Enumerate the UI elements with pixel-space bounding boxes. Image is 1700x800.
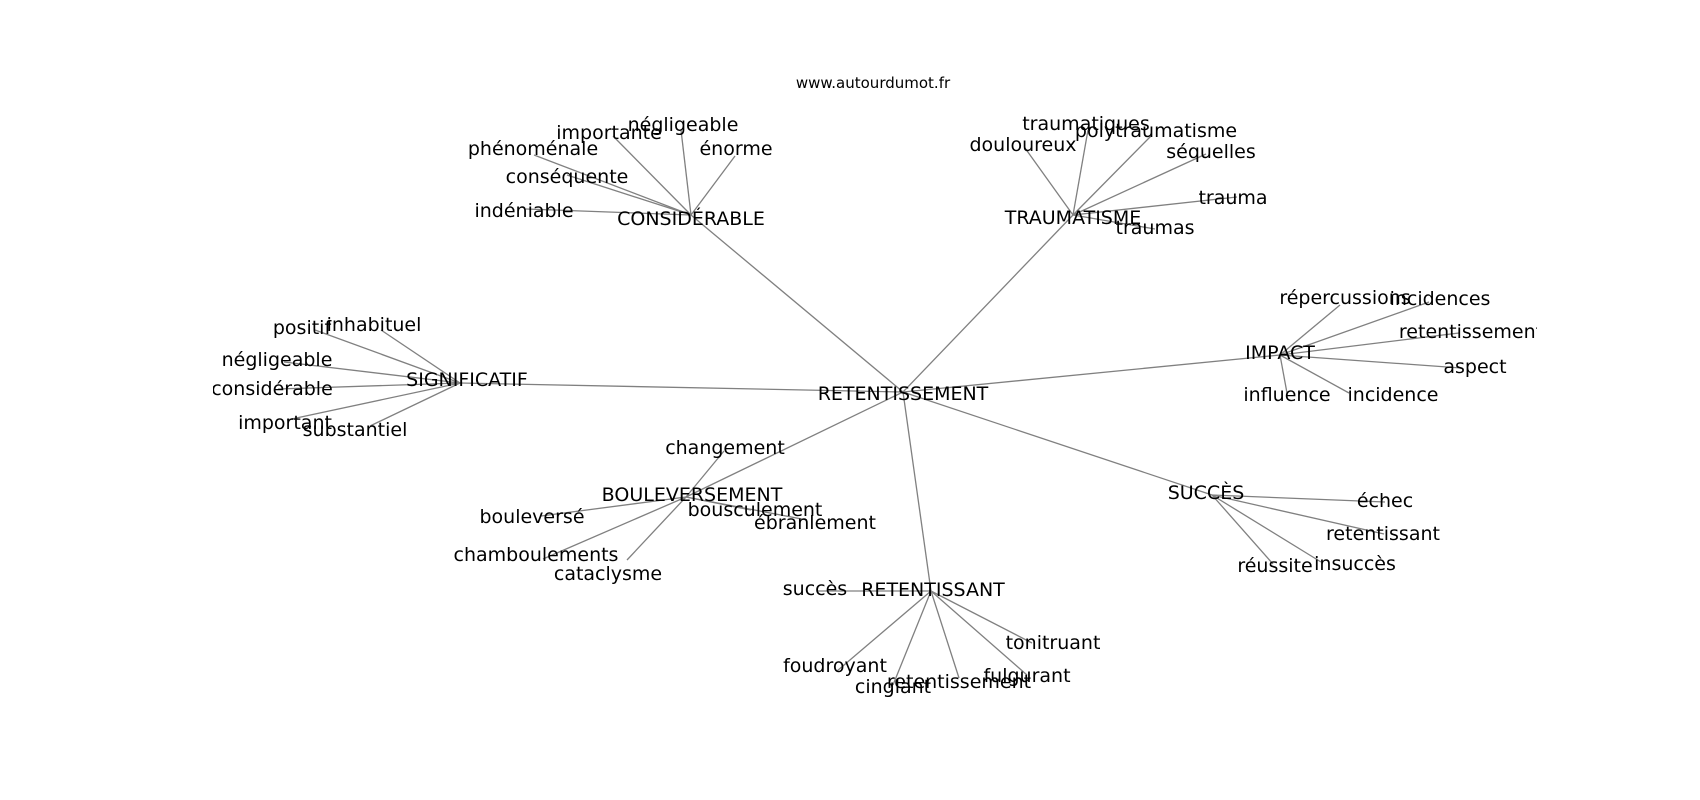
graph-plot: RETENTISSEMENTCONSIDÉRABLEnégligeableimp… [211, 113, 1543, 698]
edge-4-3 [685, 496, 808, 521]
labels: RETENTISSEMENTCONSIDÉRABLEnégligeableimp… [211, 113, 1543, 698]
leaf-node-label: succès [783, 578, 847, 600]
edge-3-2 [1279, 332, 1460, 356]
hub-node-label: SIGNIFICATIF [406, 369, 528, 391]
edge-3-3 [1279, 354, 1462, 369]
edge-2-1 [380, 329, 461, 384]
edge-6-3 [930, 590, 1028, 676]
leaf-node-label: incidences [1390, 288, 1491, 310]
edge-4-1 [540, 496, 687, 517]
leaf-node-label: traumatiques [1022, 113, 1150, 135]
leaf-node-label: tonitruant [1006, 632, 1101, 654]
edge-2-5 [369, 382, 461, 427]
edge-5-3 [1211, 494, 1322, 563]
leaf-node-label: considérable [211, 378, 333, 400]
leaf-node-label: influence [1243, 384, 1330, 406]
leaf-node-label: changement [665, 437, 785, 459]
leaf-node-label: substantiel [303, 419, 408, 441]
edge-1-3 [1072, 153, 1207, 216]
edge-3-5 [1279, 354, 1350, 394]
leaf-node-label: cinglant [855, 676, 931, 698]
leaf-node-label: retentissant [1326, 523, 1440, 545]
edge-5-2 [1211, 494, 1274, 565]
leaf-node-label: important [238, 412, 332, 434]
leaf-node-label: bouleversé [479, 506, 584, 528]
edge-root-3 [902, 354, 1281, 393]
edge-5-1 [1211, 494, 1385, 535]
edge-2-3 [277, 382, 461, 390]
leaf-node-label: séquelles [1166, 141, 1256, 163]
leaf-node-label: foudroyant [783, 655, 887, 677]
leaf-node-label: positif [273, 317, 333, 339]
edge-6-4 [892, 590, 932, 686]
edge-1-1 [1024, 147, 1074, 216]
edge-0-0 [680, 129, 692, 216]
edge-0-1 [612, 135, 692, 216]
edge-2-0 [314, 329, 461, 384]
edge-6-5 [930, 590, 960, 679]
edge-root-5 [902, 391, 1213, 496]
leaf-node-label: énorme [699, 138, 772, 160]
edges [277, 129, 1462, 686]
leaf-node-label: fulgurant [983, 665, 1070, 687]
leaf-node-label: trauma [1198, 187, 1267, 209]
leaf-node-label: aspect [1443, 356, 1506, 378]
edge-6-2 [836, 590, 932, 672]
edge-1-0 [1072, 129, 1089, 216]
edge-4-0 [685, 450, 725, 498]
leaf-node-label: insuccès [1314, 553, 1396, 575]
hub-node-label: CONSIDÉRABLE [617, 207, 765, 230]
leaf-node-label: phénoménale [468, 138, 598, 160]
leaf-node-label: inhabituel [327, 314, 422, 336]
leaf-node-label: ébranlement [754, 512, 876, 534]
edge-3-4 [1279, 354, 1288, 394]
root-node-label: RETENTISSEMENT [818, 383, 989, 405]
edge-4-4 [542, 496, 687, 560]
edge-6-1 [930, 590, 1033, 644]
hub-node-label: BOULEVERSEMENT [602, 484, 783, 506]
edge-0-5 [525, 208, 692, 216]
leaf-node-label: conséquente [506, 166, 629, 188]
leaf-node-label: polytraumatisme [1075, 120, 1237, 142]
leaf-node-label: bousculement [688, 499, 823, 521]
edge-0-2 [533, 154, 692, 216]
edge-1-5 [1072, 214, 1156, 230]
leaf-node-label: incidence [1348, 384, 1439, 406]
edge-3-0 [1279, 304, 1341, 356]
edge-2-2 [283, 361, 461, 384]
leaf-node-label: indéniable [474, 200, 573, 222]
leaf-node-label: douloureux [969, 134, 1076, 156]
leaf-node-label: retentissement [887, 671, 1031, 693]
leaf-node-label: échec [1357, 490, 1413, 512]
leaf-node-label: réussite [1237, 555, 1312, 577]
hub-node-label: TRAUMATISME [1004, 207, 1142, 229]
leaf-node-label: négligeable [628, 114, 739, 136]
hub-node-label: RETENTISSANT [861, 579, 1005, 601]
leaf-node-label: cataclysme [554, 563, 662, 585]
edge-1-4 [1072, 196, 1238, 216]
site-label: www.autourdumot.fr [796, 74, 951, 92]
edge-0-3 [690, 155, 736, 216]
edge-3-1 [1279, 301, 1430, 356]
leaf-node-label: chamboulements [454, 544, 619, 566]
edge-2-4 [286, 382, 461, 421]
edge-root-4 [685, 391, 904, 498]
leaf-node-label: répercussions [1279, 287, 1410, 309]
edge-root-2 [459, 382, 904, 393]
edge-1-2 [1072, 135, 1152, 216]
edge-4-5 [626, 496, 687, 561]
edge-5-0 [1211, 494, 1386, 503]
edge-0-4 [566, 174, 692, 216]
edge-root-0 [690, 214, 904, 393]
edge-root-1 [902, 214, 1074, 393]
edge-root-6 [902, 391, 932, 592]
leaf-node-label: retentissement [1399, 321, 1543, 343]
leaf-node-label: traumas [1116, 217, 1195, 239]
hub-node-label: IMPACT [1245, 342, 1315, 364]
leaf-node-label: importante [556, 122, 662, 144]
hub-node-label: SUCCÈS [1168, 481, 1245, 504]
leaf-node-label: négligeable [222, 349, 333, 371]
